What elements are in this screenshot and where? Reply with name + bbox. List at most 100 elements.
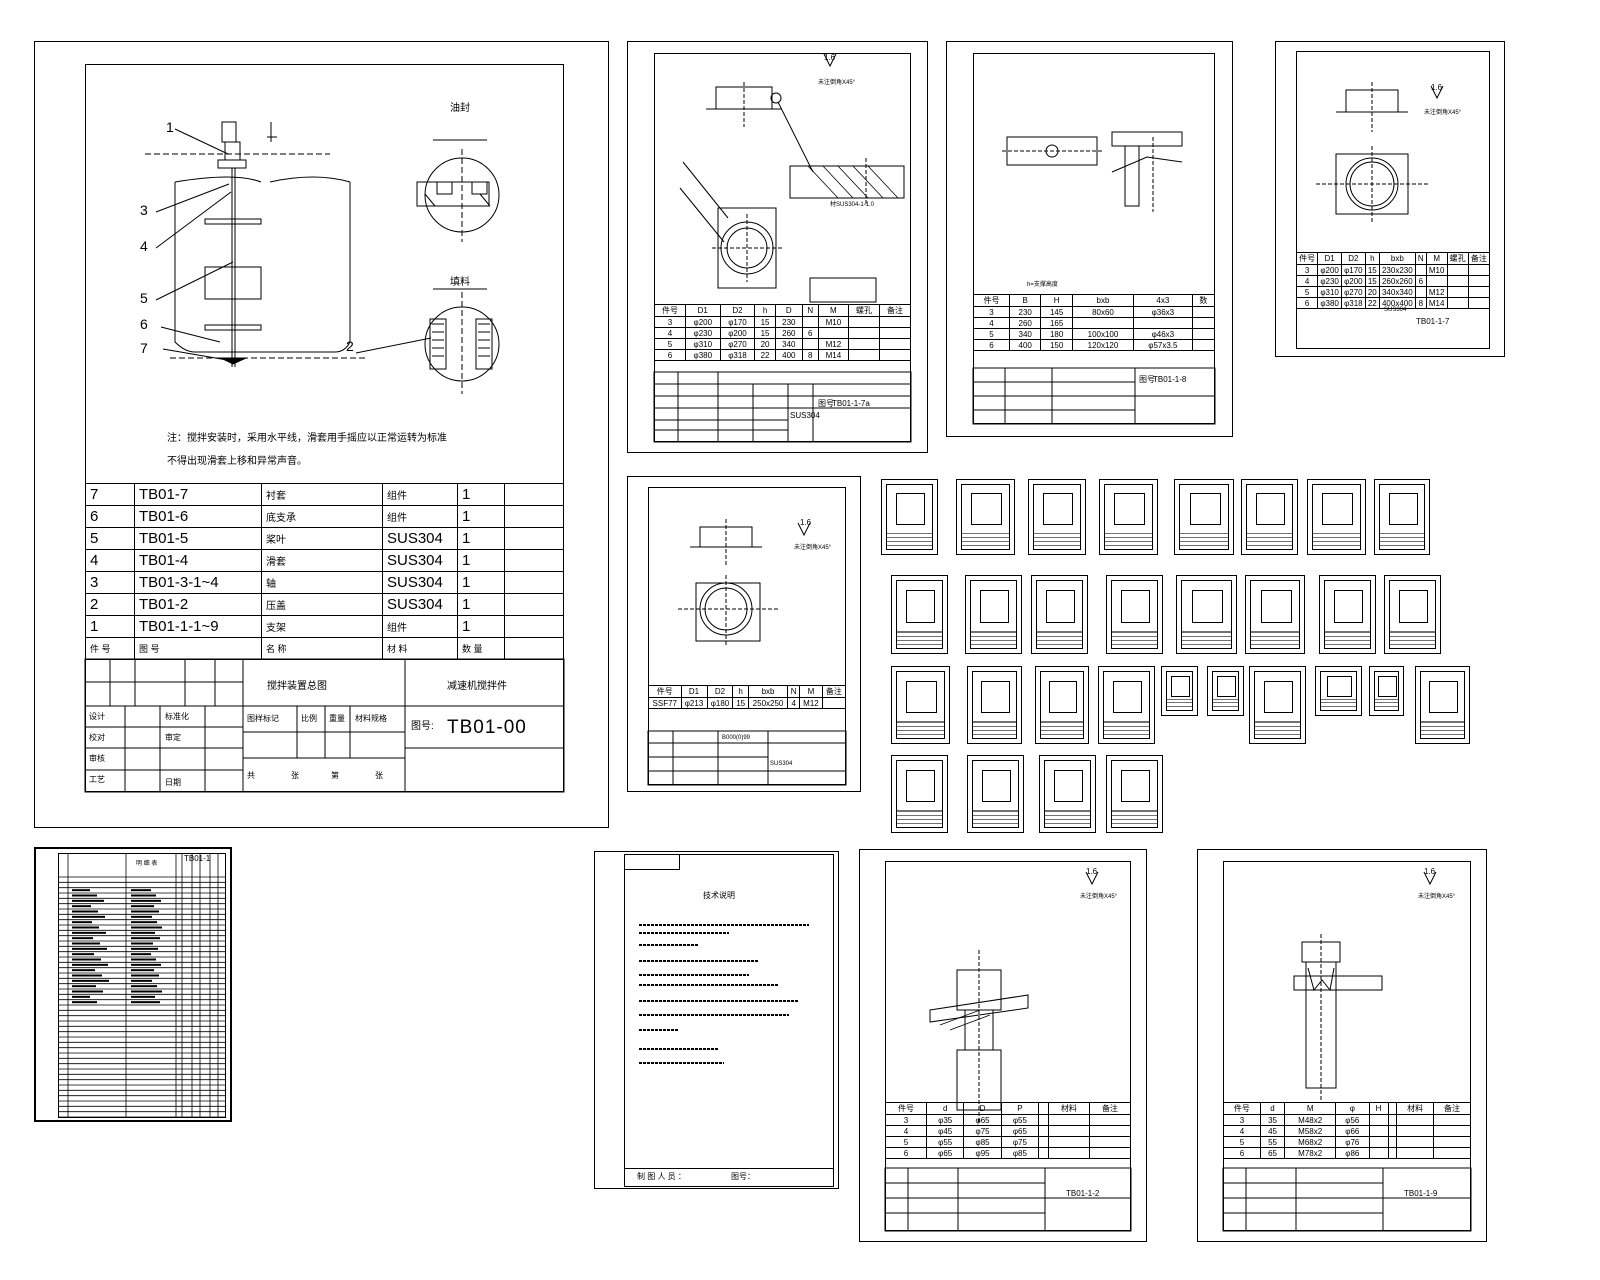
table-cell: M10 [817, 316, 850, 328]
title-main: 搅拌装置总图 [267, 681, 327, 692]
thumbnail-title-block [972, 810, 1019, 828]
table-cell: 4 [654, 327, 686, 339]
table-cell [821, 697, 847, 709]
tech-text-line [639, 960, 759, 962]
table-header-cell: D2 [1340, 252, 1366, 265]
thumbnail-title-block [896, 810, 943, 828]
thumbnail-figure [1263, 680, 1294, 714]
table-cell [878, 349, 912, 361]
sheet-9-drawing [1293, 871, 1437, 1102]
tb-sheet: 张 [291, 771, 299, 780]
thumbnail-figure [981, 680, 1010, 714]
thumbnail-title-block [1324, 631, 1371, 649]
thumbnail-title-block [1044, 810, 1091, 828]
sheet-7a-chamfer: 未注倒角X45° [818, 80, 856, 86]
table-cell: 230x230 [1378, 264, 1416, 276]
thumbnail-title-block [1374, 699, 1399, 711]
table-cell: φ270 [1340, 286, 1366, 298]
table-cell: 8 [1414, 297, 1427, 309]
thumbnail-figure [1049, 680, 1077, 714]
table-cell [1446, 264, 1469, 276]
thumbnail-title-block [1420, 721, 1465, 739]
thumbnail-title-block [1389, 631, 1436, 649]
thumbnail-sheet [967, 755, 1024, 833]
title-right: 减速机搅拌件 [447, 681, 507, 692]
table-header-cell: N [1414, 252, 1427, 265]
sheet-7a-material: SUS304 [790, 411, 820, 420]
sheet-9-chamfer: 未注倒角X45° [1418, 894, 1456, 900]
drawing-no-main: TB01-00 [447, 717, 527, 738]
table-cell [1414, 264, 1427, 276]
sheet-8-drawing [1002, 131, 1183, 212]
thumbnail-title-block [1312, 532, 1361, 550]
thumbnail-title-block [1379, 532, 1425, 550]
sheet-7a-title-block [653, 371, 912, 443]
thumbnail-sheet [1039, 755, 1096, 833]
thumbnail-figure [1255, 493, 1286, 525]
table-cell: φ310 [1317, 286, 1342, 298]
thumbnail-sheet [1099, 479, 1158, 555]
sheet-9-roughness: 1.6 [1424, 867, 1436, 876]
table-cell: 3 [1295, 264, 1319, 276]
sheet-7a-drawing-no-label: 图号 [818, 399, 834, 408]
tb-std: 标准化 [165, 712, 189, 721]
parts-list-grid [58, 853, 226, 1118]
tb-design: 设计 [89, 712, 105, 721]
sheet-7a-roughness: 1.6 [824, 53, 836, 62]
table-cell [1446, 275, 1469, 287]
tech-text-line [639, 1014, 789, 1016]
sheet-7-drawing [1316, 82, 1444, 222]
tech-sheet-footer [624, 1168, 834, 1187]
thumbnail-sheet [891, 666, 950, 744]
table-header-cell: 件号 [1295, 252, 1319, 265]
thumbnail-title-block [1250, 631, 1300, 649]
balloon-1: 1 [166, 119, 174, 135]
sheet-8-note: h=支撑高度 [1027, 282, 1058, 288]
thumbnail-sheet [1307, 479, 1366, 555]
table-cell: M12 [799, 697, 823, 709]
table-header-cell: bxb [1378, 252, 1416, 265]
thumbnail-sheet [1207, 666, 1244, 716]
thumbnail-title-block [1033, 532, 1081, 550]
thumbnail-title-block [1104, 532, 1153, 550]
tech-text-line [639, 1029, 679, 1031]
thumbnail-figure [895, 493, 926, 525]
thumbnail-figure [981, 769, 1012, 803]
table-cell: 260x260 [1378, 275, 1416, 287]
table-cell: φ380 [684, 349, 721, 361]
table-cell: 5 [1295, 286, 1319, 298]
table-cell: φ230 [1317, 275, 1342, 287]
table-cell: SSF77 [648, 697, 682, 709]
tech-sheet-corner-box [624, 854, 680, 870]
thumbnail-title-block [1246, 532, 1293, 550]
sheet-2-title-block [884, 1167, 1132, 1232]
sheet-7a-drawing-no: TB01-1-7a [832, 399, 870, 408]
table-cell: 6 [1223, 1147, 1261, 1159]
tech-sheet-frame [624, 854, 834, 1187]
tech-text-line [639, 1000, 799, 1002]
thumbnail-sheet [1249, 666, 1306, 744]
table-cell: φ200 [1340, 275, 1366, 287]
thumbnail-title-block [886, 532, 933, 550]
sheet-flange-drawing-code: B000(0)99 [722, 735, 751, 741]
table-cell: 6 [1295, 297, 1319, 309]
thumbnail-sheet [1161, 666, 1198, 716]
thumbnail-sheet [1319, 575, 1376, 654]
table-cell: φ66 [1335, 1125, 1370, 1137]
tech-sheet-title: 技术说明 [703, 891, 735, 900]
sheet-flange-material: SUS304 [770, 761, 793, 767]
thumbnail-sheet [1369, 666, 1404, 716]
thumbnail-figure [906, 680, 937, 714]
sheet-7-chamfer: 未注倒角X45° [1424, 110, 1462, 116]
table-cell: 340x340 [1378, 286, 1416, 298]
sheet-2-roughness: 1.6 [1086, 867, 1098, 876]
